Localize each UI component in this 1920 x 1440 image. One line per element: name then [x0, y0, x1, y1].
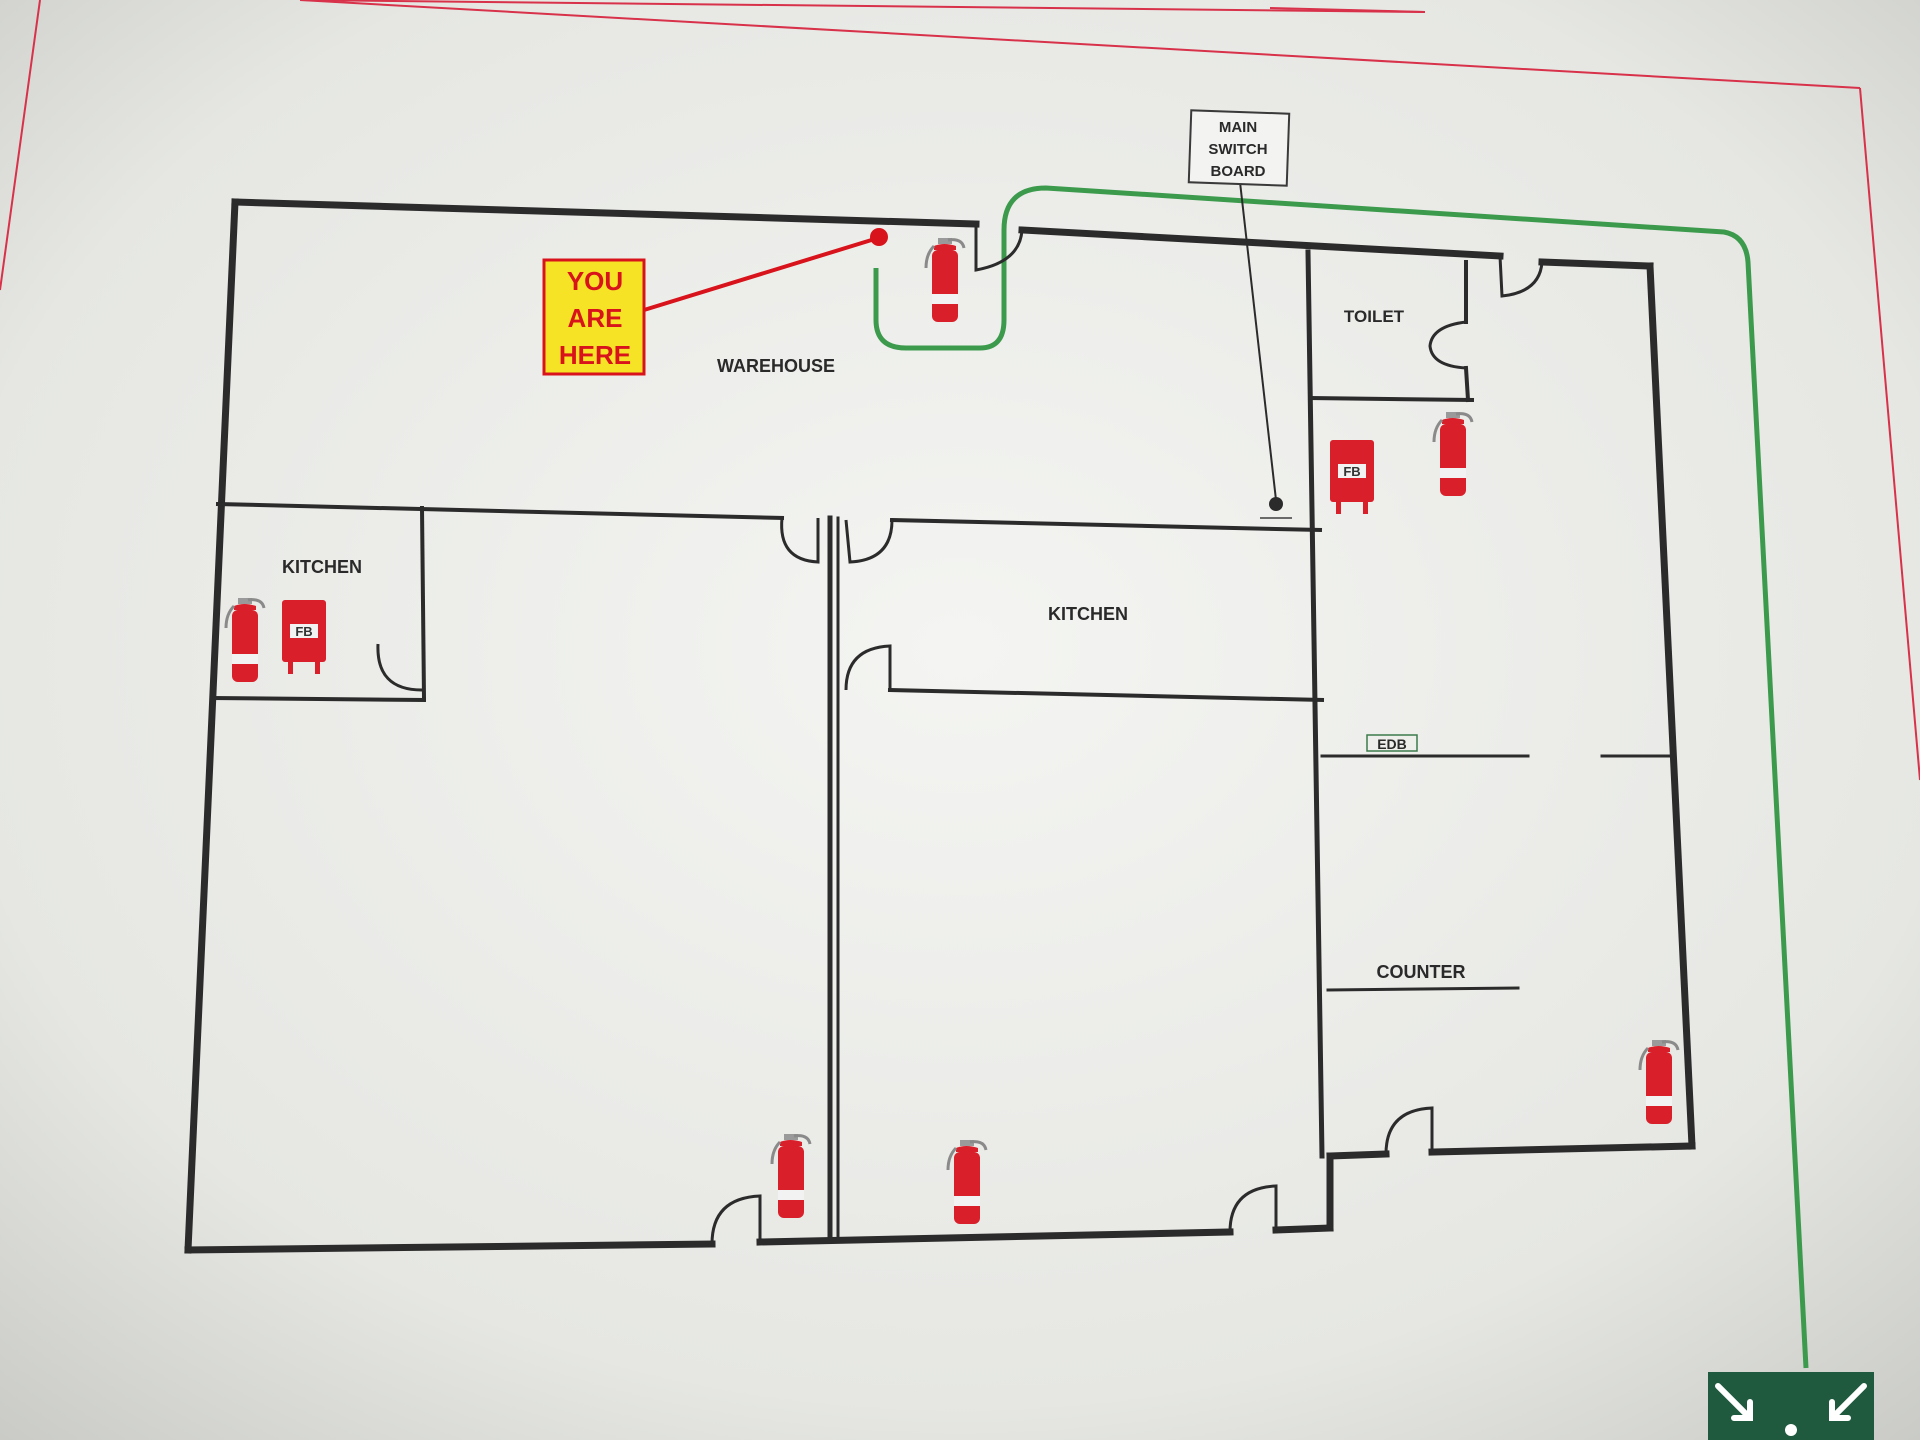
switch-board-line-3: BOARD — [1211, 163, 1266, 180]
switch-board-location-dot — [1269, 497, 1283, 511]
room-label-kitchen-center: KITCHEN — [1048, 604, 1128, 624]
door-swings — [376, 224, 1544, 1245]
fire-blanket-label: FB — [295, 624, 312, 639]
room-label-toilet: TOILET — [1344, 307, 1405, 326]
you-are-here-line-1: YOU — [567, 266, 623, 296]
you-are-here-line-2: ARE — [568, 303, 623, 333]
you-are-here-pointer — [643, 236, 879, 312]
you-are-here-dot — [870, 228, 888, 246]
assembly-point-exit-sign — [1708, 1372, 1874, 1440]
switch-board-line-1: MAIN — [1219, 119, 1257, 136]
main-switch-board-label: MAIN SWITCH BOARD — [1187, 109, 1291, 187]
room-label-warehouse: WAREHOUSE — [717, 356, 835, 376]
room-label-kitchen-left: KITCHEN — [282, 557, 362, 577]
edb-label: EDB — [1366, 734, 1418, 752]
you-are-here-sign: YOU ARE HERE — [542, 258, 646, 376]
building-walls — [184, 198, 1696, 1254]
escape-route — [873, 185, 1809, 1369]
fire-blanket-label: FB — [1343, 464, 1360, 479]
switch-board-pointer-line — [1239, 181, 1277, 501]
switch-board-line-2: SWITCH — [1208, 141, 1267, 158]
poster-border — [0, 0, 1920, 781]
edb-text: EDB — [1377, 736, 1407, 752]
fire-blanket-icon: FB — [1330, 440, 1374, 514]
you-are-here-line-3: HERE — [559, 340, 631, 370]
room-label-counter: COUNTER — [1377, 962, 1466, 982]
fire-blanket-icon: FB — [282, 600, 326, 674]
